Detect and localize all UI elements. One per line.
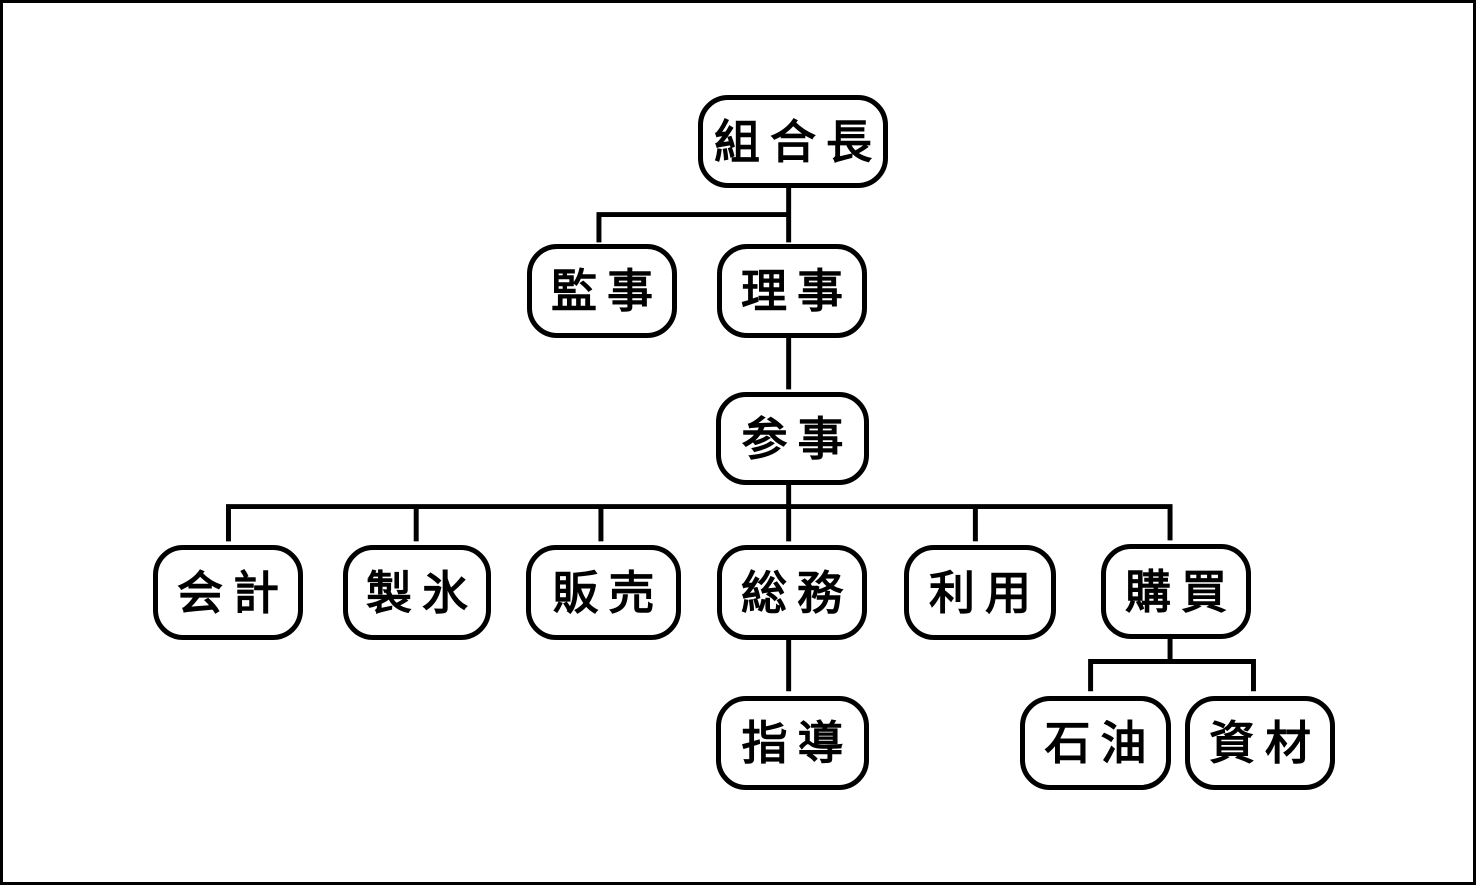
node-label: 理事	[741, 264, 853, 318]
node-label: 資材	[1209, 716, 1321, 770]
node-label: 石油	[1044, 716, 1157, 770]
node-ice-making: 製氷	[343, 545, 491, 640]
node-label: 組合長	[714, 114, 882, 169]
node-label: 監事	[551, 264, 663, 318]
node-president: 組合長	[698, 95, 888, 188]
node-sales: 販売	[526, 545, 681, 640]
node-label: 製氷	[366, 565, 478, 620]
node-purchasing: 購買	[1101, 544, 1251, 639]
node-general-affairs: 総務	[717, 545, 867, 640]
connector-president-auditor	[596, 212, 789, 243]
node-label: 利用	[929, 565, 1041, 620]
node-councilor: 参事	[716, 392, 869, 485]
connector-purchasing-bus	[1088, 659, 1256, 692]
node-label: 販売	[552, 565, 665, 620]
node-label: 参事	[741, 411, 854, 466]
node-utilization: 利用	[904, 545, 1056, 640]
node-auditor: 監事	[527, 244, 677, 338]
node-guidance: 指導	[716, 696, 869, 790]
node-materials: 資材	[1185, 696, 1335, 790]
connector-level4-bus	[225, 504, 1173, 542]
node-label: 購買	[1125, 564, 1237, 619]
connector-layer	[225, 186, 1256, 692]
node-label: 総務	[741, 565, 853, 620]
node-label: 会計	[177, 565, 289, 620]
node-accounting: 会計	[153, 545, 303, 640]
node-petroleum: 石油	[1020, 696, 1171, 790]
node-director: 理事	[717, 244, 867, 338]
node-label: 指導	[741, 716, 854, 770]
